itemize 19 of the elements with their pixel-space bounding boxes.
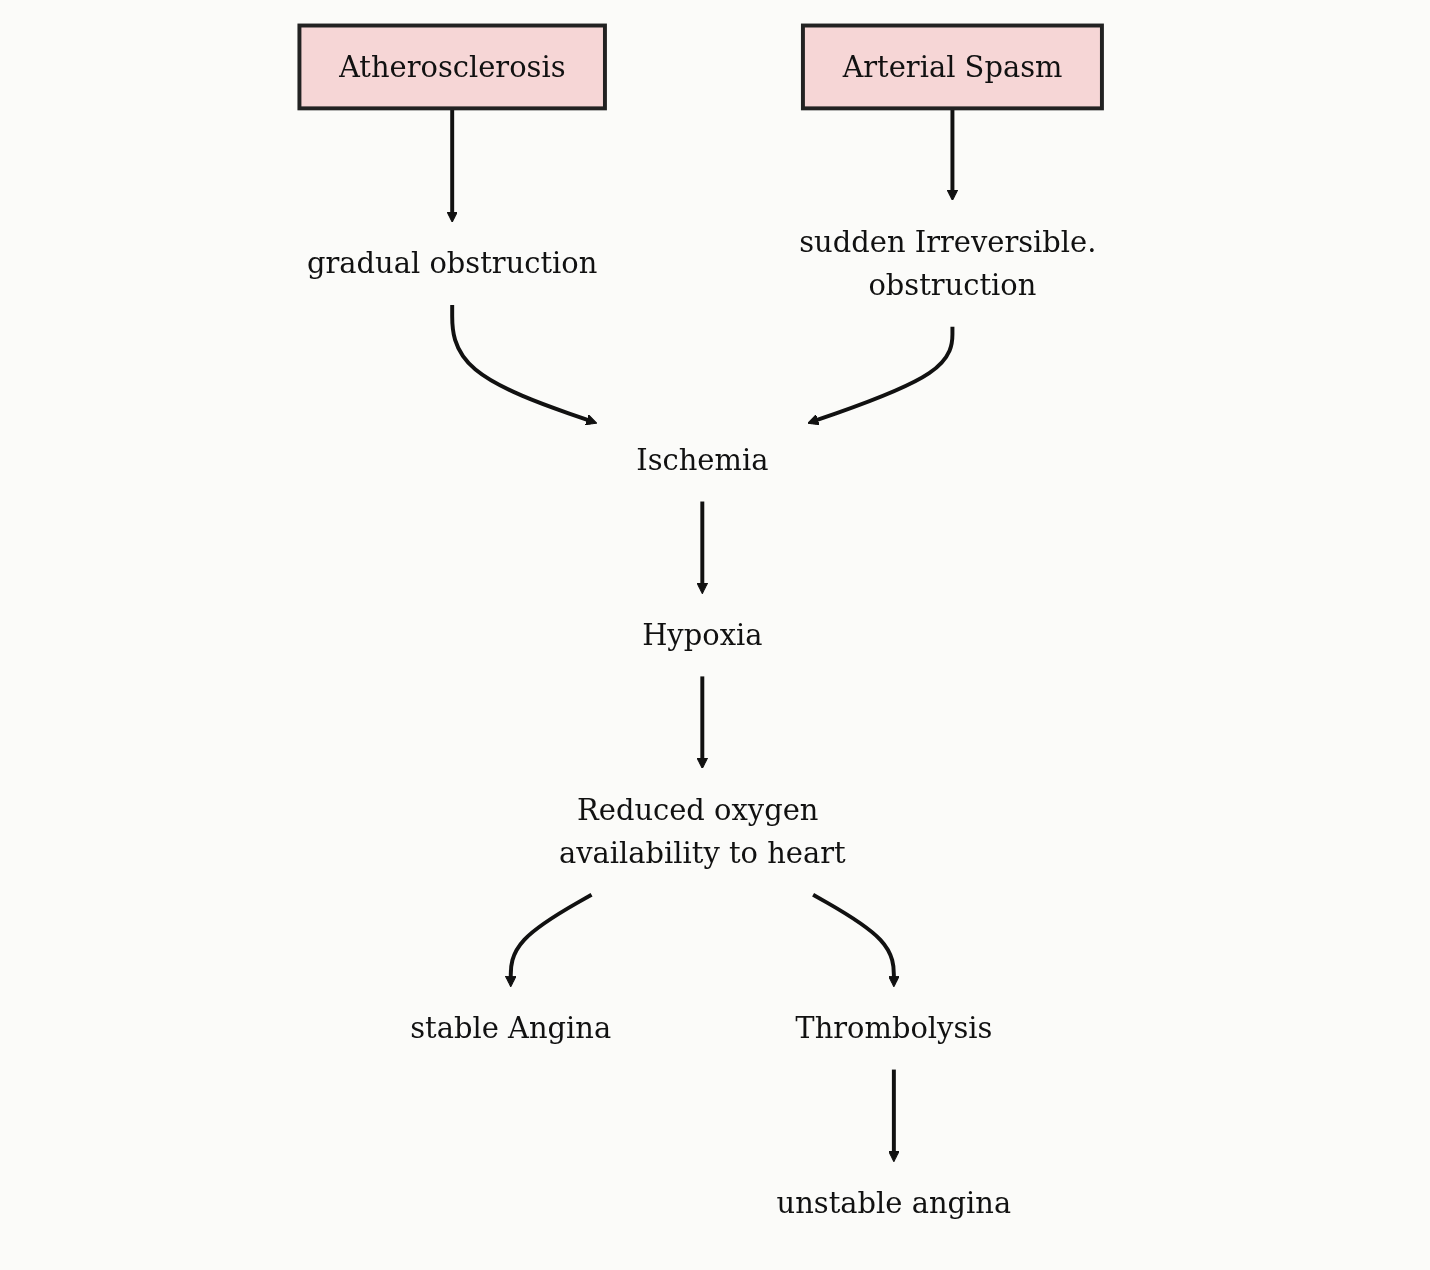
node-text: Hypoxia: [641, 618, 763, 652]
arrow: [450, 304, 598, 426]
arrow: [446, 108, 458, 223]
arrow: [807, 326, 955, 426]
node-text: Thrombolysis: [795, 1011, 993, 1045]
arrow: [696, 501, 708, 595]
arrow: [504, 893, 593, 988]
arrow: [696, 676, 708, 769]
arrow: [811, 893, 900, 988]
node-text: unstable angina: [776, 1186, 1011, 1220]
node-box: Atherosclerosis: [297, 23, 607, 111]
arrow: [887, 1069, 900, 1163]
node-text: stable Angina: [410, 1011, 612, 1045]
node-text: Reduced oxygen availability to heart: [558, 793, 846, 870]
arrow: [946, 108, 959, 201]
node-box: Arterial Spasm: [800, 23, 1104, 111]
node-text: sudden Irreversible. obstruction: [799, 225, 1097, 302]
node-text: gradual obstruction: [306, 247, 598, 280]
node-text: Ischemia: [636, 443, 769, 477]
